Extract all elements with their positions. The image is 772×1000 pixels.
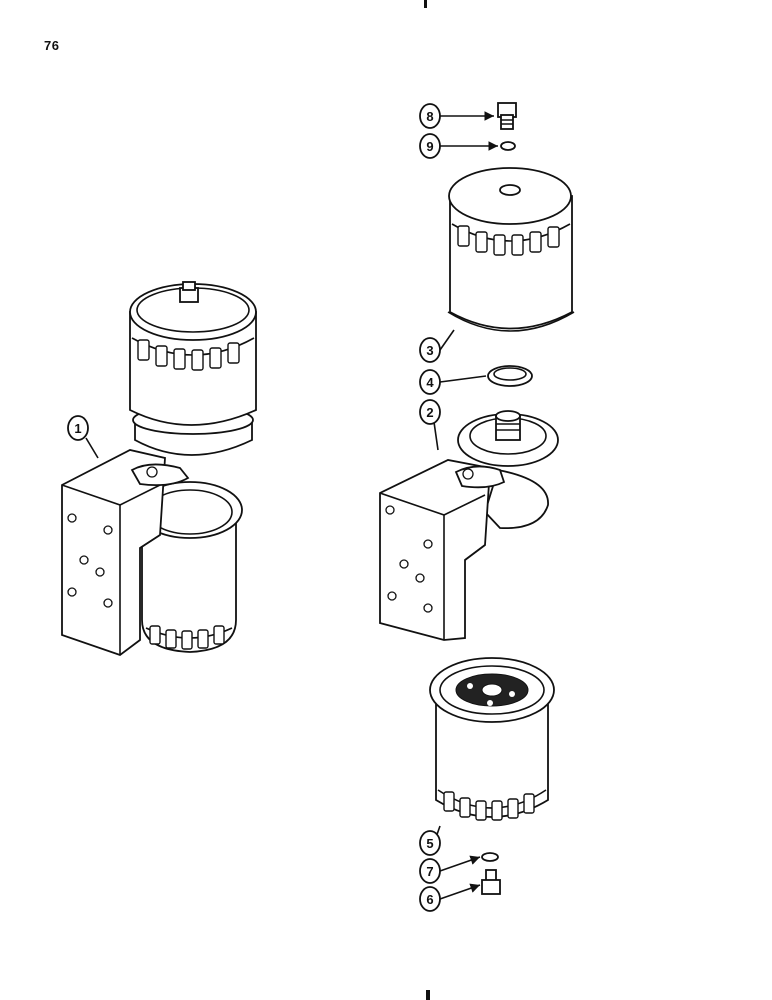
part-3-filter: [447, 167, 575, 332]
part-4-gasket: [487, 365, 533, 387]
part-9-washer: [500, 141, 516, 151]
svg-text:8: 8: [426, 109, 433, 124]
svg-text:6: 6: [426, 892, 433, 907]
page-tick-bottom: [426, 990, 430, 1000]
svg-text:1: 1: [74, 421, 81, 436]
part-7-washer: [481, 852, 499, 862]
callout-8: 8: [419, 103, 441, 129]
part-6-plug: [481, 869, 501, 895]
bracket-holes-left: [67, 513, 113, 608]
callout-leaders: [85, 111, 498, 900]
assembled-filter-mount: [61, 281, 257, 657]
callout-7: 7: [419, 858, 441, 884]
svg-text:2: 2: [426, 405, 433, 420]
svg-text:9: 9: [426, 139, 433, 154]
part-2-bracket: [379, 410, 559, 641]
page-number: 76: [44, 38, 60, 53]
page-tick-top: [424, 0, 427, 8]
callout-3: 3: [419, 337, 441, 363]
callout-9: 9: [419, 133, 441, 159]
part-8-plug: [497, 102, 517, 130]
callout-4: 4: [419, 369, 441, 395]
svg-text:3: 3: [426, 343, 433, 358]
callout-5: 5: [419, 830, 441, 856]
callout-2: 2: [419, 399, 441, 425]
callout-1: 1: [67, 415, 89, 441]
svg-text:4: 4: [426, 375, 434, 390]
svg-text:5: 5: [426, 836, 433, 851]
part-5-filter: [429, 657, 555, 821]
callout-6: 6: [419, 886, 441, 912]
svg-text:7: 7: [426, 864, 433, 879]
